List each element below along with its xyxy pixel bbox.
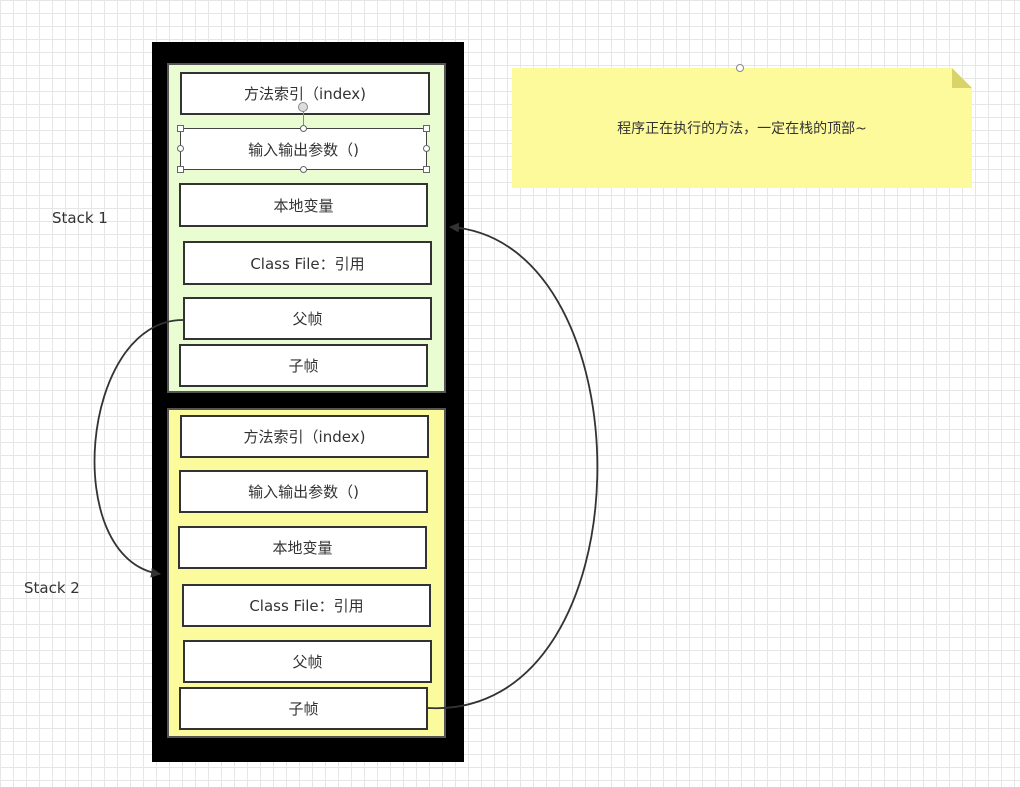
rotate-handle-stem bbox=[303, 110, 304, 128]
stack-1-label: Stack 1 bbox=[52, 209, 108, 227]
resize-handle-top-right[interactable] bbox=[423, 125, 430, 132]
stack-2-parent-frame[interactable]: 父帧 bbox=[183, 640, 432, 683]
stack-1-class-file-ref[interactable]: Class File：引用 bbox=[183, 241, 432, 285]
child-frame-to-stack-1-arrow[interactable] bbox=[427, 222, 599, 709]
stack-1-io-params[interactable]: 输入输出参数（) bbox=[180, 128, 427, 170]
stack-1-child-frame[interactable]: 子帧 bbox=[179, 344, 428, 387]
sticky-note-text: 程序正在执行的方法，一定在栈的顶部~ bbox=[617, 121, 867, 137]
resize-handle-top-left[interactable] bbox=[177, 125, 184, 132]
stack-2-child-frame[interactable]: 子帧 bbox=[179, 687, 428, 730]
stack-2-method-index[interactable]: 方法索引（index) bbox=[180, 415, 429, 458]
stack-1-parent-frame[interactable]: 父帧 bbox=[183, 297, 432, 340]
sticky-note[interactable] bbox=[512, 68, 972, 188]
resize-handle-bottom[interactable] bbox=[300, 166, 307, 173]
stack-1-local-vars[interactable]: 本地变量 bbox=[179, 183, 428, 227]
sticky-note-handle[interactable] bbox=[736, 64, 744, 72]
resize-handle-right[interactable] bbox=[423, 145, 430, 152]
parent-frame-to-stack-2-arrow[interactable] bbox=[93, 319, 184, 578]
resize-handle-bottom-left[interactable] bbox=[177, 166, 184, 173]
resize-handle-bottom-right[interactable] bbox=[423, 166, 430, 173]
stack-2-class-file-ref[interactable]: Class File：引用 bbox=[182, 584, 431, 627]
stack-2-label: Stack 2 bbox=[24, 579, 80, 597]
stack-2-io-params[interactable]: 输入输出参数（) bbox=[179, 470, 428, 513]
resize-handle-top[interactable] bbox=[300, 125, 307, 132]
stack-2-panel[interactable] bbox=[167, 408, 446, 738]
rotate-handle[interactable] bbox=[298, 102, 308, 112]
resize-handle-left[interactable] bbox=[177, 145, 184, 152]
stack-2-local-vars[interactable]: 本地变量 bbox=[178, 526, 427, 569]
